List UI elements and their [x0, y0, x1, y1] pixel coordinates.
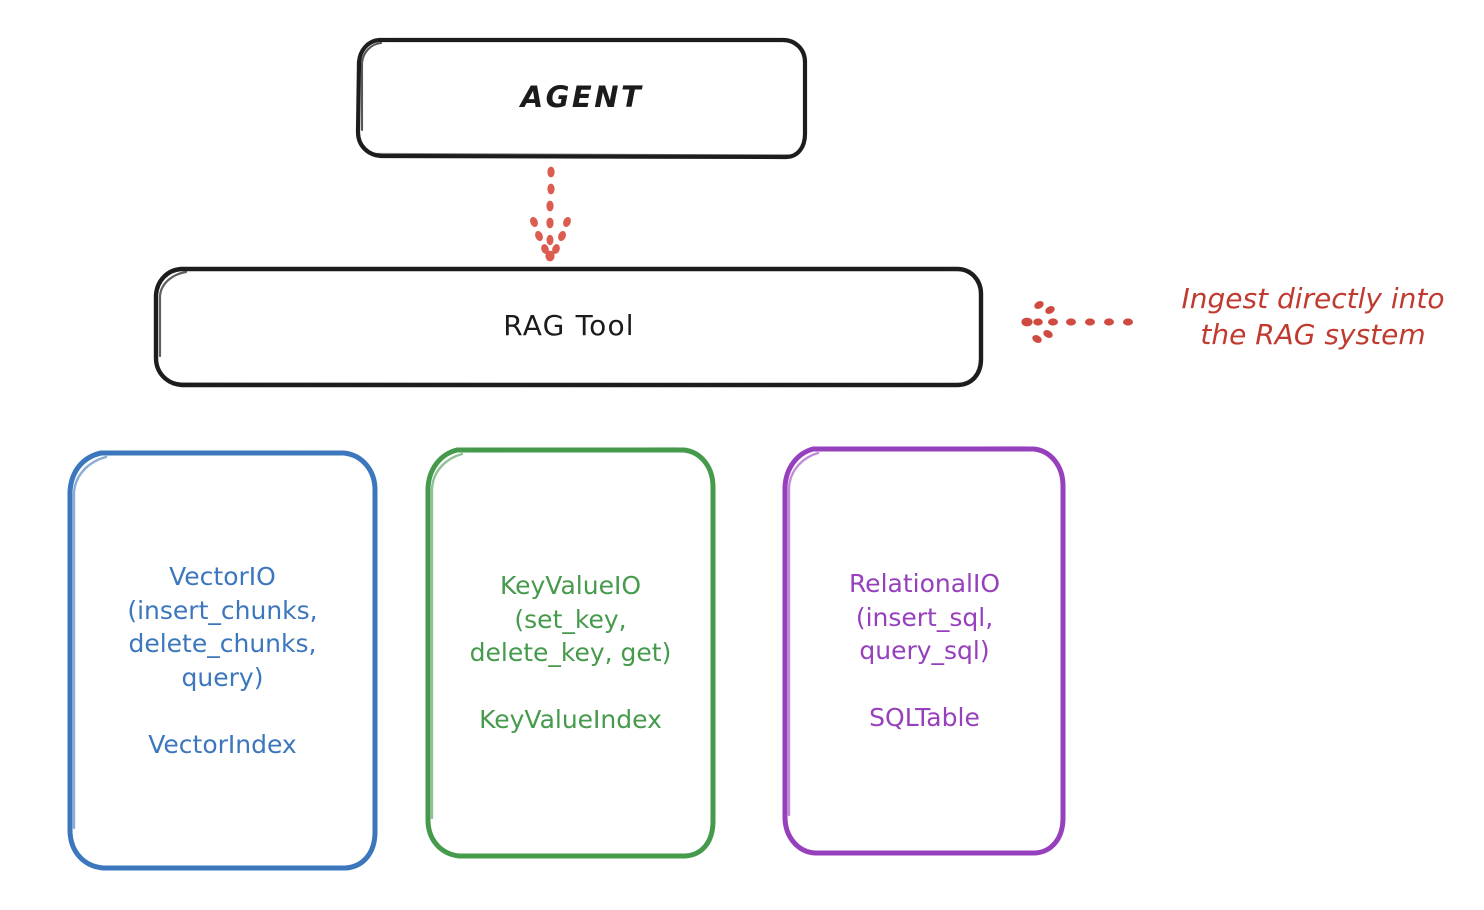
agent-to-rag-tool-arrow: [530, 166, 571, 262]
relational-io-node[interactable]: RelationalIO (insert_sql, query_sql) SQL…: [785, 448, 1064, 854]
vector-io-node[interactable]: VectorIO (insert_chunks, delete_chunks, …: [70, 452, 375, 869]
rag-tool-node[interactable]: RAG Tool: [156, 268, 982, 385]
ingest-to-rag-tool-arrow: [1021, 301, 1133, 343]
agent-node[interactable]: AGENT: [358, 39, 806, 157]
ingest-annotation-label: Ingest directly into the RAG system: [1181, 282, 1445, 352]
rag-tool-node-label: RAG Tool: [503, 309, 635, 343]
relational-io-node-label: RelationalIO (insert_sql, query_sql) SQL…: [848, 569, 1001, 733]
key-value-io-node[interactable]: KeyValueIO (set_key, delete_key, get) Ke…: [428, 449, 713, 857]
vector-io-node-label: VectorIO (insert_chunks, delete_chunks, …: [127, 562, 318, 759]
key-value-io-node-label: KeyValueIO (set_key, delete_key, get) Ke…: [469, 571, 672, 735]
agent-node-label: AGENT: [520, 80, 644, 115]
